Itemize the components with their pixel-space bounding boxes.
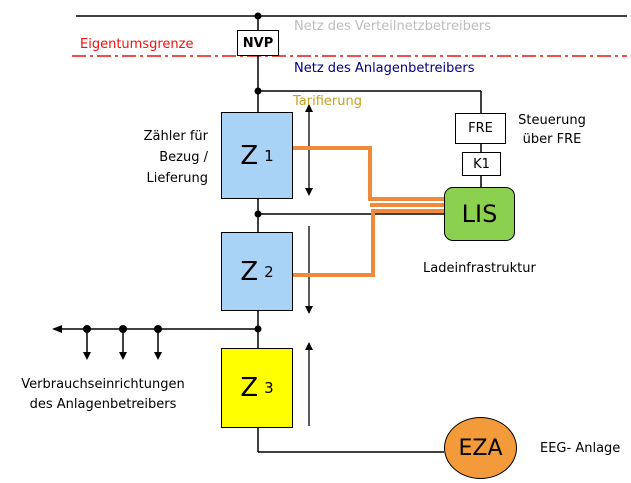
nvp-label: NVP bbox=[242, 35, 274, 51]
meter-z3-letter: Z bbox=[240, 373, 259, 403]
meter-z2-letter: Z bbox=[240, 256, 259, 287]
fre-label: FRE bbox=[468, 121, 493, 136]
k1-label: K1 bbox=[473, 156, 490, 172]
meter-label-line3: Lieferung bbox=[146, 171, 208, 186]
control-label-line2: über FRE bbox=[522, 132, 582, 147]
meter-z2-index: 2 bbox=[264, 262, 274, 281]
eza-circle: EZA bbox=[444, 417, 517, 479]
arrowhead-down bbox=[83, 352, 91, 360]
arrowhead-down bbox=[305, 188, 313, 196]
nvp-box: NVP bbox=[237, 30, 279, 56]
lis-label: LIS bbox=[461, 200, 498, 228]
signal-line-z2-lis bbox=[292, 209, 445, 277]
lis-box: LIS bbox=[444, 187, 515, 241]
meter-z3-index: 3 bbox=[264, 379, 274, 397]
signal-line-z1-lis bbox=[292, 146, 445, 201]
meter-z1-index: 1 bbox=[264, 146, 274, 165]
k1-contactor: K1 bbox=[462, 152, 501, 176]
arrowhead-left bbox=[52, 325, 62, 333]
arrowhead-up bbox=[305, 342, 313, 350]
eeg-label: EEG- Anlage bbox=[540, 441, 621, 456]
arrowhead-down bbox=[154, 352, 162, 360]
meter-label-line2: Bezug / bbox=[159, 150, 208, 165]
plant-operator-net-label: Netz des Anlagenbetreibers bbox=[294, 61, 475, 76]
consumers-label-line2: des Anlagenbetreibers bbox=[29, 397, 177, 412]
control-label: Steuerung über FRE bbox=[511, 111, 593, 149]
consumers-label: Verbrauchseinrichtungen des Anlagenbetre… bbox=[8, 375, 198, 415]
ownership-boundary-label: Eigentumsgrenze bbox=[80, 37, 194, 52]
meter-z1-letter: Z bbox=[240, 140, 259, 171]
arrowhead-down bbox=[119, 352, 127, 360]
fre-box: FRE bbox=[455, 113, 506, 144]
consumers-label-line1: Verbrauchseinrichtungen bbox=[21, 377, 185, 392]
arrowhead-up bbox=[305, 104, 313, 112]
grid-operator-net-label: Netz des Verteilnetzbetreibers bbox=[294, 19, 492, 34]
meter-label-line1: Zähler für bbox=[143, 129, 208, 144]
control-label-line1: Steuerung bbox=[518, 113, 586, 128]
eza-label: EZA bbox=[458, 435, 503, 461]
tariffing-label: Tarifierung bbox=[293, 94, 362, 109]
arrowhead-down bbox=[305, 306, 313, 314]
meter-label: Zähler für Bezug / Lieferung bbox=[120, 126, 208, 189]
charging-infra-label: Ladeinfrastruktur bbox=[423, 261, 536, 276]
